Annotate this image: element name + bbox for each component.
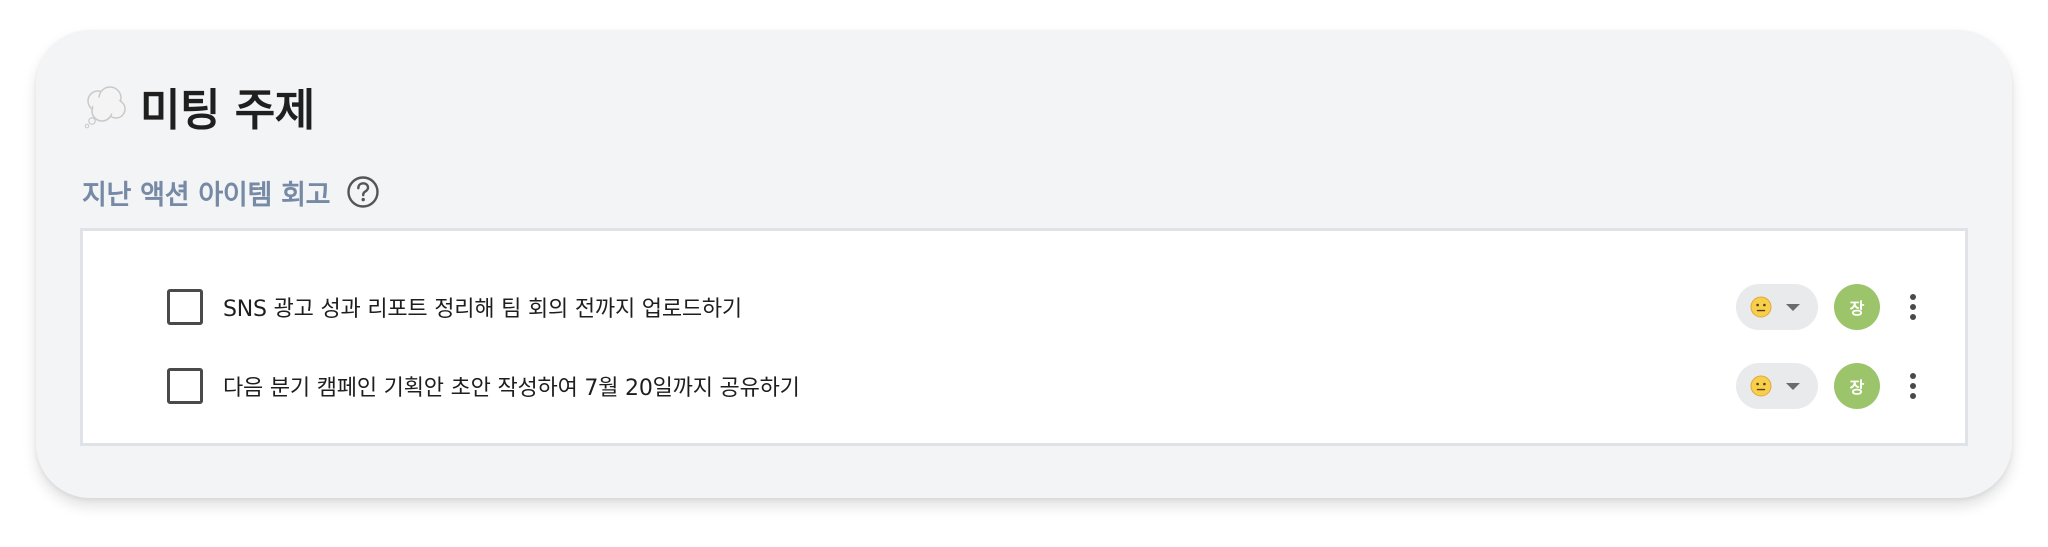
- action-item-list: SNS 광고 성과 리포트 정리해 팀 회의 전까지 업로드하기 장 다음 분기…: [80, 228, 1968, 446]
- more-options-button[interactable]: [1901, 366, 1925, 406]
- list-item: 다음 분기 캠페인 기획안 초안 작성하여 7월 20일까지 공유하기 장: [83, 358, 1965, 414]
- neutral-face-icon: [1750, 296, 1772, 318]
- item-text: 다음 분기 캠페인 기획안 초안 작성하여 7월 20일까지 공유하기: [223, 376, 800, 401]
- thought-balloon-icon: [84, 86, 126, 129]
- more-vertical-icon: [1910, 294, 1916, 300]
- meeting-topic-card: 미팅 주제 지난 액션 아이템 회고 SNS 광고 성과 리포트 정리해 팀 회…: [36, 30, 2012, 498]
- item-checkbox[interactable]: [167, 368, 203, 404]
- title-row: 미팅 주제: [82, 76, 315, 136]
- emoji-status-dropdown[interactable]: [1736, 363, 1818, 409]
- chevron-down-icon: [1786, 382, 1800, 390]
- more-options-button[interactable]: [1901, 287, 1925, 327]
- chevron-down-icon: [1786, 303, 1800, 311]
- assignee-avatar[interactable]: 장: [1834, 284, 1880, 330]
- section-header: 지난 액션 아이템 회고: [82, 172, 380, 212]
- assignee-avatar[interactable]: 장: [1834, 363, 1880, 409]
- help-circle-icon[interactable]: [346, 175, 380, 209]
- section-title: 지난 액션 아이템 회고: [82, 179, 331, 211]
- more-vertical-icon: [1910, 373, 1916, 379]
- emoji-status-dropdown[interactable]: [1736, 284, 1818, 330]
- page-title: 미팅 주제: [140, 85, 315, 136]
- list-item: SNS 광고 성과 리포트 정리해 팀 회의 전까지 업로드하기 장: [83, 279, 1965, 335]
- neutral-face-icon: [1750, 375, 1772, 397]
- item-checkbox[interactable]: [167, 289, 203, 325]
- item-text: SNS 광고 성과 리포트 정리해 팀 회의 전까지 업로드하기: [223, 297, 742, 322]
